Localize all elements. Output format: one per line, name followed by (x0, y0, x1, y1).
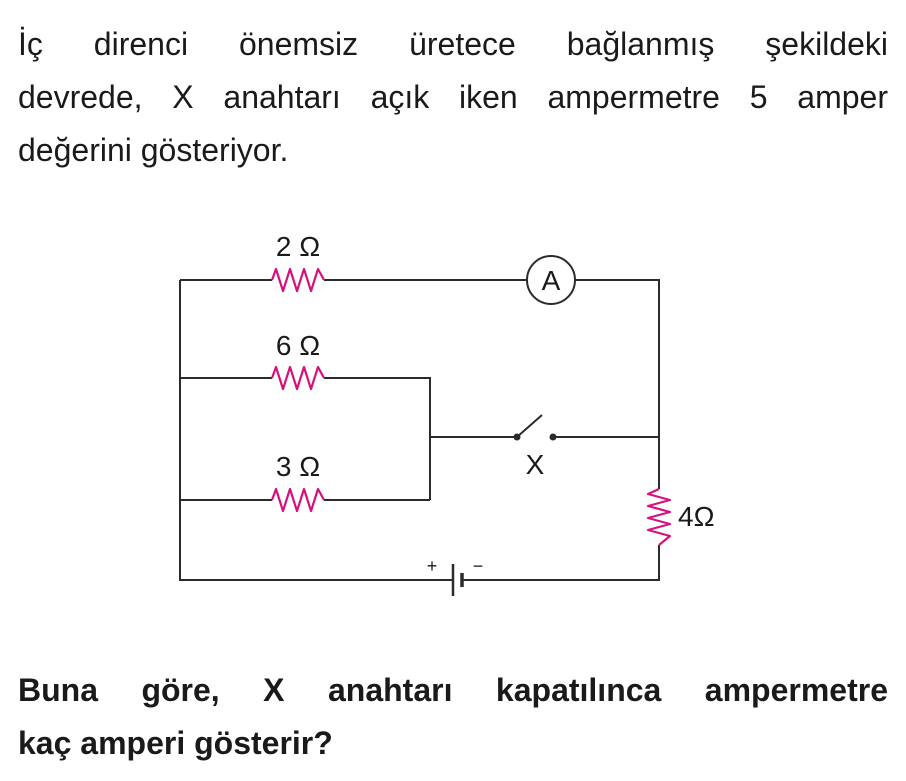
switch-contact-right (549, 433, 557, 441)
question-line-3: değerini gösteriyor. (18, 132, 289, 168)
resistor-3-ohm (270, 487, 325, 513)
ask-line-2: kaç amperi gösterir? (18, 725, 333, 761)
battery-plus: + (427, 556, 438, 576)
resistors (270, 267, 672, 546)
wire-top-right (575, 279, 660, 489)
ask-line-1: Buna göre, X anahtarı kapatılınca amperm… (18, 672, 888, 708)
question-line-1: İç direnci önemsiz üretece bağlanmış şek… (18, 26, 888, 62)
label-3-ohm: 3 Ω (276, 451, 320, 482)
ammeter: A (526, 255, 576, 305)
wires (179, 279, 660, 581)
label-4-ohm: 4Ω (678, 501, 715, 532)
wire-left (179, 280, 436, 581)
switch-label: X (526, 449, 545, 480)
ask-text: Buna göre, X anahtarı kapatılınca amperm… (18, 664, 888, 770)
label-2-ohm: 2 Ω (276, 231, 320, 262)
resistor-4-ohm (646, 487, 672, 546)
switch-x: X (513, 414, 557, 480)
label-6-ohm: 6 Ω (276, 330, 320, 361)
resistor-6-ohm (270, 365, 325, 391)
question-line-2: devrede, X anahtarı açık iken ampermetre… (18, 79, 888, 115)
ammeter-circle (526, 255, 576, 305)
battery: + − (427, 556, 484, 596)
battery-minus: − (473, 556, 484, 576)
ammeter-label: A (542, 265, 561, 296)
question-text: İç direnci önemsiz üretece bağlanmış şek… (18, 18, 888, 177)
wire-bottom-right (469, 545, 660, 581)
resistor-2-ohm (270, 267, 325, 293)
switch-lever (516, 414, 543, 438)
wire-mid-right (324, 377, 431, 500)
